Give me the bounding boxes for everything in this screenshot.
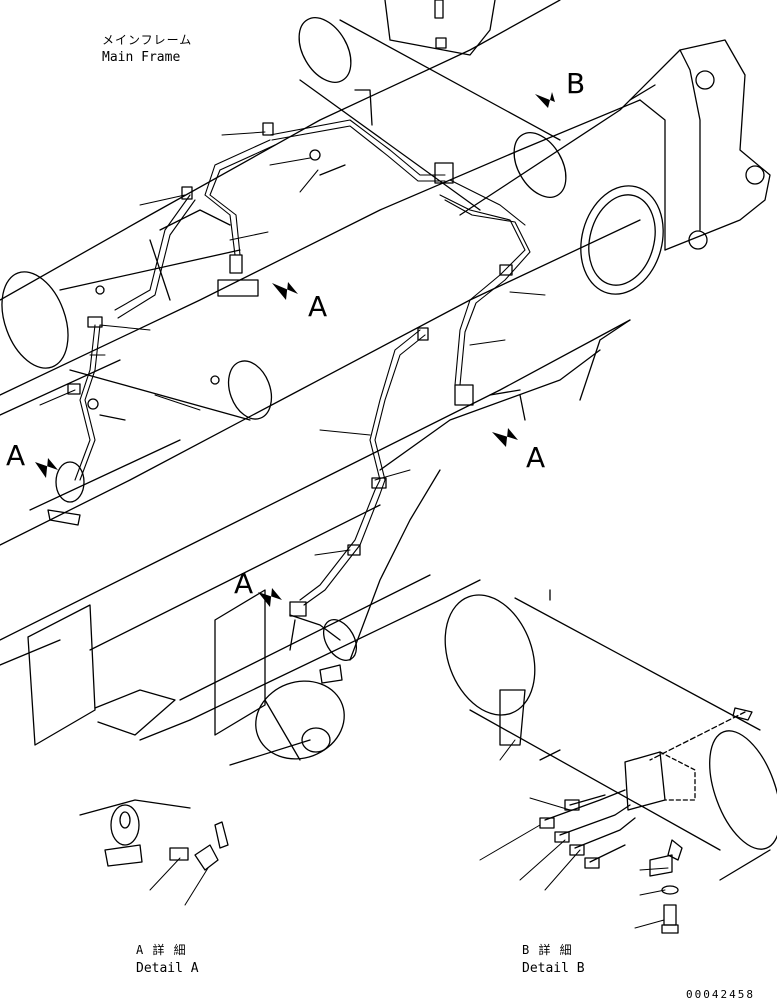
part-number: 00042458 bbox=[686, 988, 755, 1001]
view-a-left-label: A bbox=[6, 439, 26, 472]
detail-a-label-en: Detail A bbox=[136, 961, 199, 976]
view-arrows bbox=[35, 92, 555, 607]
leader-lines bbox=[39, 131, 669, 929]
view-a-right-label: A bbox=[526, 441, 546, 474]
main-frame-beam bbox=[0, 0, 666, 766]
detail-b-label-jp: B 詳 細 bbox=[522, 943, 573, 957]
arrow-a-right-icon bbox=[492, 428, 518, 447]
upper-arm bbox=[349, 39, 771, 661]
main-frame-label-en: Main Frame bbox=[102, 50, 181, 65]
detail-b-cylinder bbox=[444, 589, 777, 881]
arrow-a-bottom-icon bbox=[258, 588, 282, 607]
upper-cross-tube bbox=[298, 0, 567, 211]
view-b-label: B bbox=[566, 67, 586, 100]
hydraulic-piping bbox=[74, 119, 531, 606]
boss-cone bbox=[255, 680, 345, 761]
detail-a-label-jp: A 詳 細 bbox=[136, 943, 187, 957]
detail-b-fittings bbox=[539, 789, 683, 934]
view-a-bottom-label: A bbox=[234, 567, 254, 600]
view-a-top-label: A bbox=[308, 290, 328, 323]
arrow-b-icon bbox=[535, 92, 555, 108]
middle-cross-tube bbox=[1, 209, 273, 421]
arrow-a-top-icon bbox=[272, 282, 298, 300]
detail-a-drawing bbox=[79, 799, 229, 871]
main-frame-label-jp: メインフレーム bbox=[102, 33, 193, 47]
fittings-and-clamps bbox=[47, 122, 526, 684]
arrow-a-left-icon bbox=[35, 458, 58, 478]
detail-b-label-en: Detail B bbox=[522, 961, 585, 976]
